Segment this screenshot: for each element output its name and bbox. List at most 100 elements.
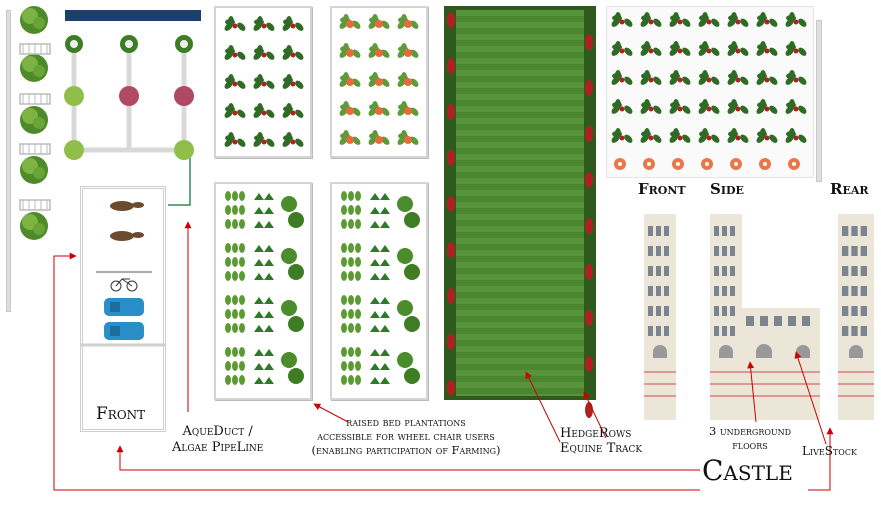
underground-label-line1: 3 underground <box>708 424 792 438</box>
window <box>722 326 727 336</box>
plant-icon <box>224 16 246 31</box>
plant-icon <box>232 191 238 201</box>
flower-icon <box>368 43 390 58</box>
window <box>730 306 735 316</box>
window <box>860 306 867 316</box>
flower-icon <box>585 172 593 188</box>
plant-icon <box>355 191 361 201</box>
flower-icon <box>447 380 455 396</box>
plant-icon <box>254 349 274 356</box>
flower-icon <box>397 72 419 87</box>
plant-icon <box>698 128 720 143</box>
aqueduct-label-line1: AqueDuct / <box>182 424 253 439</box>
window <box>730 226 735 236</box>
livestock-pen <box>606 6 814 178</box>
plant-icon <box>348 243 354 253</box>
hedgerow-label: HedgeRows Equine Track <box>560 426 642 456</box>
horse-icon <box>110 201 144 211</box>
flower-icon <box>585 310 593 326</box>
castle-to-stable-arrow <box>53 252 700 491</box>
right-pipe <box>816 20 822 182</box>
raised-bed-arrow <box>313 403 349 423</box>
fence-icon <box>19 43 51 55</box>
bicycle-icon <box>110 278 138 292</box>
planter-icon <box>174 86 194 106</box>
plant-icon <box>341 243 347 253</box>
tree-icon <box>20 156 48 184</box>
plant-icon <box>355 375 361 385</box>
plant-icon <box>756 41 778 56</box>
plant-icon <box>698 70 720 85</box>
window <box>664 326 669 336</box>
window <box>842 286 849 296</box>
window <box>730 266 735 276</box>
castle-to-front-arrow <box>116 445 700 471</box>
livestock-arrow <box>794 351 827 445</box>
plant-icon <box>698 41 720 56</box>
plant-icon <box>288 264 304 280</box>
fence-icon <box>19 199 51 211</box>
fence-icon <box>19 143 51 155</box>
plant-icon <box>225 219 231 229</box>
plant-icon <box>348 191 354 201</box>
plant-icon <box>225 323 231 333</box>
flower-icon <box>730 158 742 170</box>
plant-icon <box>254 259 274 266</box>
plant-icon <box>254 221 274 228</box>
plant-icon <box>756 99 778 114</box>
flower-icon <box>339 14 361 29</box>
plant-icon <box>239 375 245 385</box>
plant-icon <box>239 191 245 201</box>
flower-icon <box>447 104 455 120</box>
plant-icon <box>224 45 246 60</box>
plant-icon <box>370 221 390 228</box>
window <box>656 326 661 336</box>
window <box>730 326 735 336</box>
plant-icon <box>254 193 274 200</box>
side-view-label: Side <box>710 180 744 198</box>
window <box>714 286 719 296</box>
tree-icon <box>20 6 48 34</box>
hedgerow-arrow-1 <box>525 371 561 443</box>
window <box>648 226 653 236</box>
plant-icon <box>355 257 361 267</box>
plant-icon <box>611 128 633 143</box>
plant-icon <box>239 361 245 371</box>
plant-icon <box>239 347 245 357</box>
window <box>851 306 858 316</box>
window <box>842 246 849 256</box>
plant-icon <box>253 45 275 60</box>
stable-front-label: Front <box>96 404 146 424</box>
flower-icon <box>447 12 455 28</box>
window <box>714 266 719 276</box>
plant-icon <box>281 352 297 368</box>
window <box>664 286 669 296</box>
plant-icon <box>225 295 231 305</box>
window <box>664 266 669 276</box>
plant-icon <box>397 300 413 316</box>
flower-icon <box>788 158 800 170</box>
plant-icon <box>253 74 275 89</box>
window <box>656 306 661 316</box>
window <box>730 246 735 256</box>
flower-icon <box>585 126 593 142</box>
raised-bed-label-line3: (enabling participation of Farming) <box>311 443 501 457</box>
plant-icon <box>756 70 778 85</box>
plant-icon <box>282 103 304 118</box>
plant-icon <box>669 70 691 85</box>
stable-fence <box>80 186 166 432</box>
window <box>648 266 653 276</box>
plant-icon <box>224 103 246 118</box>
plant-icon <box>611 70 633 85</box>
door <box>849 345 863 358</box>
window <box>656 226 661 236</box>
window <box>842 326 849 336</box>
flower-icon <box>339 101 361 116</box>
plant-icon <box>727 12 749 27</box>
plant-icon <box>232 257 238 267</box>
window <box>714 246 719 256</box>
flower-icon <box>397 14 419 29</box>
window <box>664 246 669 256</box>
plant-icon <box>370 311 390 318</box>
raised-bed-label: raised bed plantations accessible for wh… <box>296 415 516 457</box>
